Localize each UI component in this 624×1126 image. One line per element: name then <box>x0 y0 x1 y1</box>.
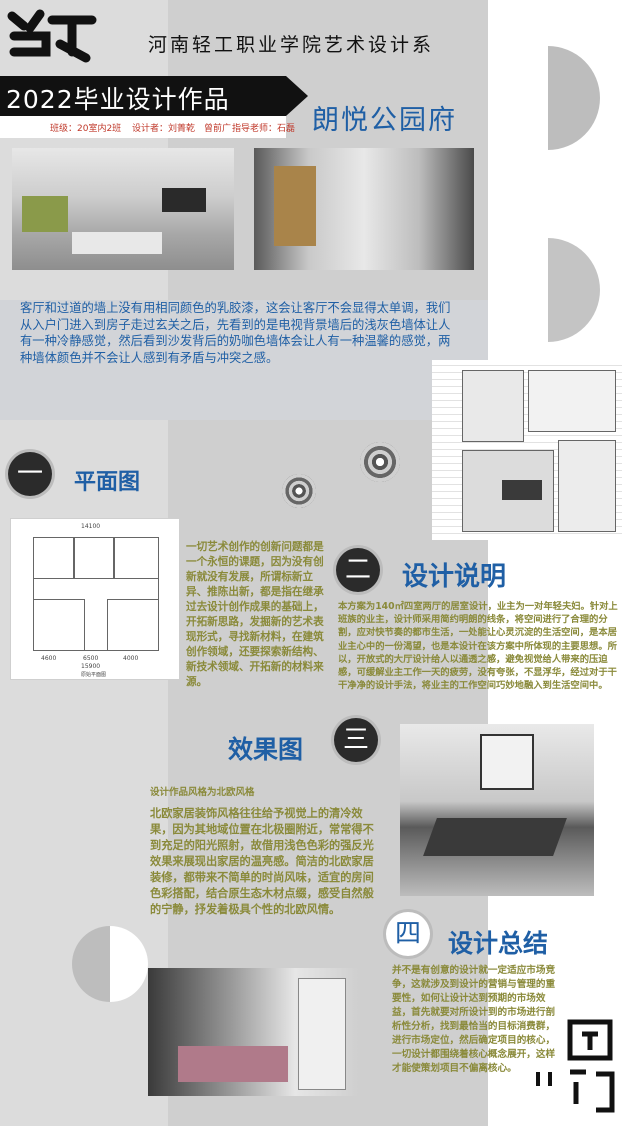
teacher-label: 指导老师：石磊 <box>232 124 296 134</box>
designer-label: 设计者：刘菁乾 曾前广 <box>132 124 232 134</box>
plan-dimension: 15900 <box>81 663 101 670</box>
plan-room <box>558 440 616 532</box>
page-title: 2022毕业设计作品 <box>6 85 230 114</box>
plan-room <box>73 537 115 579</box>
decor-half-circle <box>496 238 600 342</box>
renderings-lead: 设计作品风格为北欧风格 <box>150 787 255 798</box>
living-room-photo <box>12 148 234 270</box>
design-note-text: 本方案为140㎡四室两厅的居室设计，业主为一对年轻夫妇。针对上班族的业主，设计师… <box>338 601 618 692</box>
plan-room <box>33 599 85 651</box>
photo-detail <box>162 188 206 212</box>
colored-floor-plan <box>432 360 622 540</box>
section-badge: 一 <box>8 452 52 496</box>
school-name: 河南轻工职业学院艺术设计系 <box>148 34 435 56</box>
intro-text: 客厅和过道的墙上没有用相同颜色的乳胶漆，这会让客厅不会显得太单调，我们从入户门进… <box>20 301 451 365</box>
decor-half-circle <box>496 46 600 150</box>
section-badge: 二 <box>336 548 380 592</box>
decor-bar <box>548 1072 552 1086</box>
title-band <box>0 76 308 116</box>
decorative-glyph-icon <box>567 1019 615 1113</box>
photo-detail <box>423 818 567 856</box>
intro-band <box>0 300 488 420</box>
plan-caption: 原始平面图 <box>81 672 107 678</box>
bedroom-photo <box>148 968 358 1096</box>
decor-bar <box>536 1072 540 1086</box>
photo-detail <box>480 734 534 790</box>
plan-room <box>113 537 159 579</box>
decor-disc <box>282 474 316 508</box>
plan-furniture <box>502 480 542 500</box>
section-heading: 平面图 <box>74 470 141 495</box>
plan-room <box>33 537 75 579</box>
class-label: 班级：20室内2班 <box>50 124 122 134</box>
plan-dimension: 4600 <box>41 655 57 662</box>
plan-dimension: 6500 <box>83 655 99 662</box>
photo-detail <box>298 978 346 1090</box>
section-badge: 四 <box>386 912 430 956</box>
background-right <box>488 0 624 1126</box>
plan-room <box>462 370 524 442</box>
photo-detail <box>72 232 162 254</box>
original-floor-plan: 14100 4600 6500 4000 15900 原始平面图 <box>10 518 180 680</box>
corridor-photo <box>254 148 474 270</box>
decor-half-circle <box>72 926 148 1002</box>
project-name: 朗悦公园府 <box>312 105 457 136</box>
renderings-text: 北欧家居装饰风格往往给予视觉上的清冷效果，因为其地域位置在北极圈附近，常常得不到… <box>150 807 374 916</box>
logo-mark-icon <box>7 9 97 63</box>
decor-disc <box>360 442 400 482</box>
section-heading: 设计说明 <box>402 562 507 592</box>
plan-room <box>107 599 159 651</box>
photo-detail <box>22 196 68 232</box>
section-badge: 三 <box>334 718 378 762</box>
plan-dimension: 14100 <box>81 523 101 530</box>
photo-detail <box>178 1046 288 1082</box>
section-heading: 效果图 <box>228 735 304 764</box>
section-heading: 设计总结 <box>448 929 549 958</box>
floor-plan-text: 一切艺术创作的创新问题都是一个永恒的课题，因为没有创新就没有发展，所谓标新立异、… <box>186 541 324 688</box>
plan-room <box>528 370 616 432</box>
photo-detail <box>274 166 316 246</box>
plan-dimension: 4000 <box>123 655 139 662</box>
meta-bar <box>0 116 286 138</box>
dining-room-photo <box>400 724 594 896</box>
summary-text: 并不是有创意的设计就一定适应市场竞争，这就涉及到设计的营销与管理的重要性，如何让… <box>392 965 556 1074</box>
